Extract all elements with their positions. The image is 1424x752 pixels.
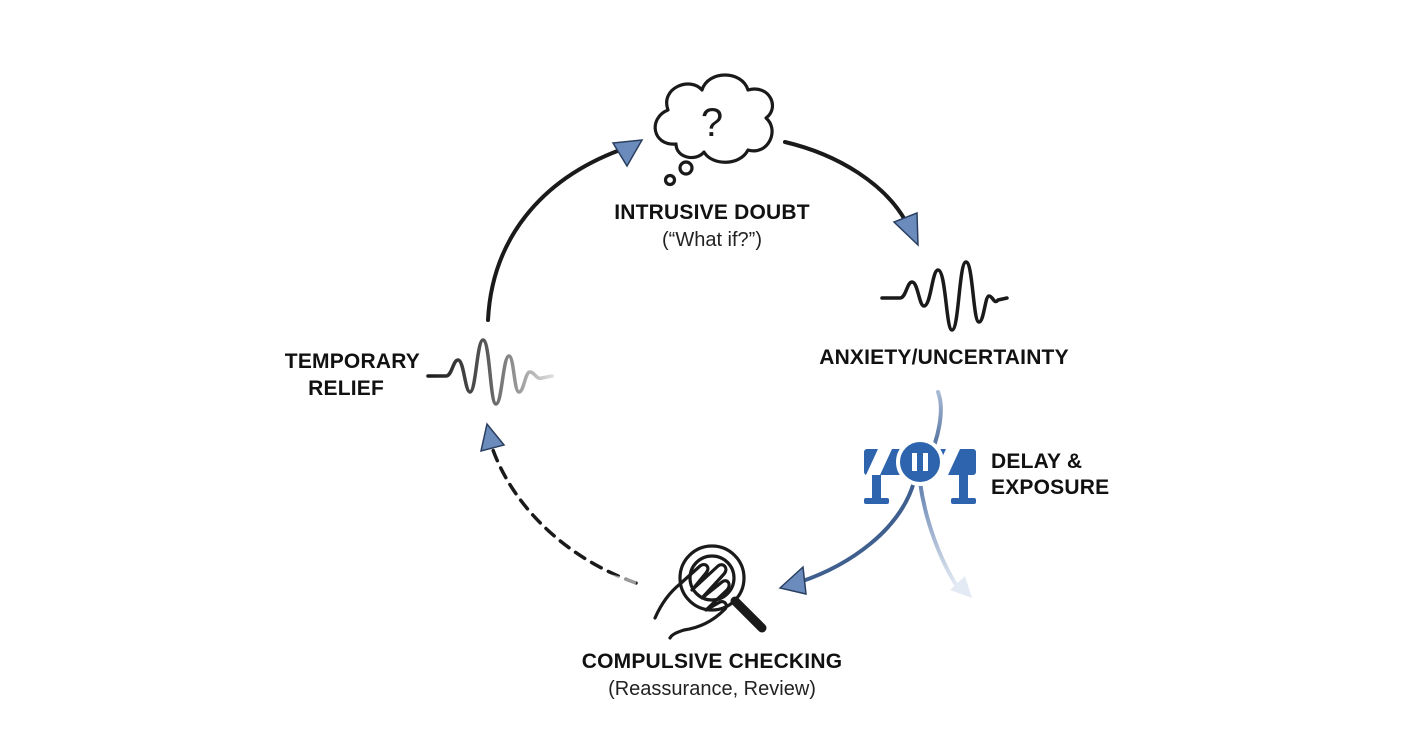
- compulsive-checking-title: COMPULSIVE CHECKING: [581, 650, 843, 673]
- anxiety-title: ANXIETY/UNCERTAINTY: [819, 346, 1069, 369]
- intervention-title-line2: EXPOSURE: [991, 476, 1110, 499]
- barrier-pause-icon: [864, 438, 976, 504]
- thought-cloud-question-icon: ?: [653, 73, 775, 187]
- fading-waveform-icon: [426, 338, 554, 406]
- waveform-icon: [880, 260, 1009, 332]
- arrowhead-to-anxiety: [892, 211, 919, 247]
- svg-text:?: ?: [701, 101, 723, 145]
- arrow-relief-to-doubt: [486, 148, 622, 322]
- arrowhead-to-relief: [480, 422, 506, 453]
- arrowhead-to-checking: [778, 565, 807, 595]
- intervention-title-line1: DELAY &: [991, 450, 1083, 473]
- hand-magnifier-icon: [653, 544, 767, 640]
- arrow-checking-to-relief: [491, 448, 638, 585]
- arrowhead-to-doubt: [611, 139, 644, 168]
- temporary-relief-title-line2: RELIEF: [308, 377, 384, 400]
- arrow-anxiety-to-checking: [798, 480, 916, 584]
- intrusive-doubt-subtitle: (“What if?”): [662, 229, 762, 251]
- compulsive-checking-subtitle: (Reassurance, Review): [608, 678, 816, 700]
- temporary-relief-title-line1: TEMPORARY: [284, 350, 420, 373]
- arrow-doubt-to-anxiety: [783, 140, 907, 222]
- arrow-alternative-branch: [918, 480, 960, 590]
- arrowhead-alternative: [950, 576, 972, 598]
- intrusive-doubt-title: INTRUSIVE DOUBT: [614, 201, 810, 224]
